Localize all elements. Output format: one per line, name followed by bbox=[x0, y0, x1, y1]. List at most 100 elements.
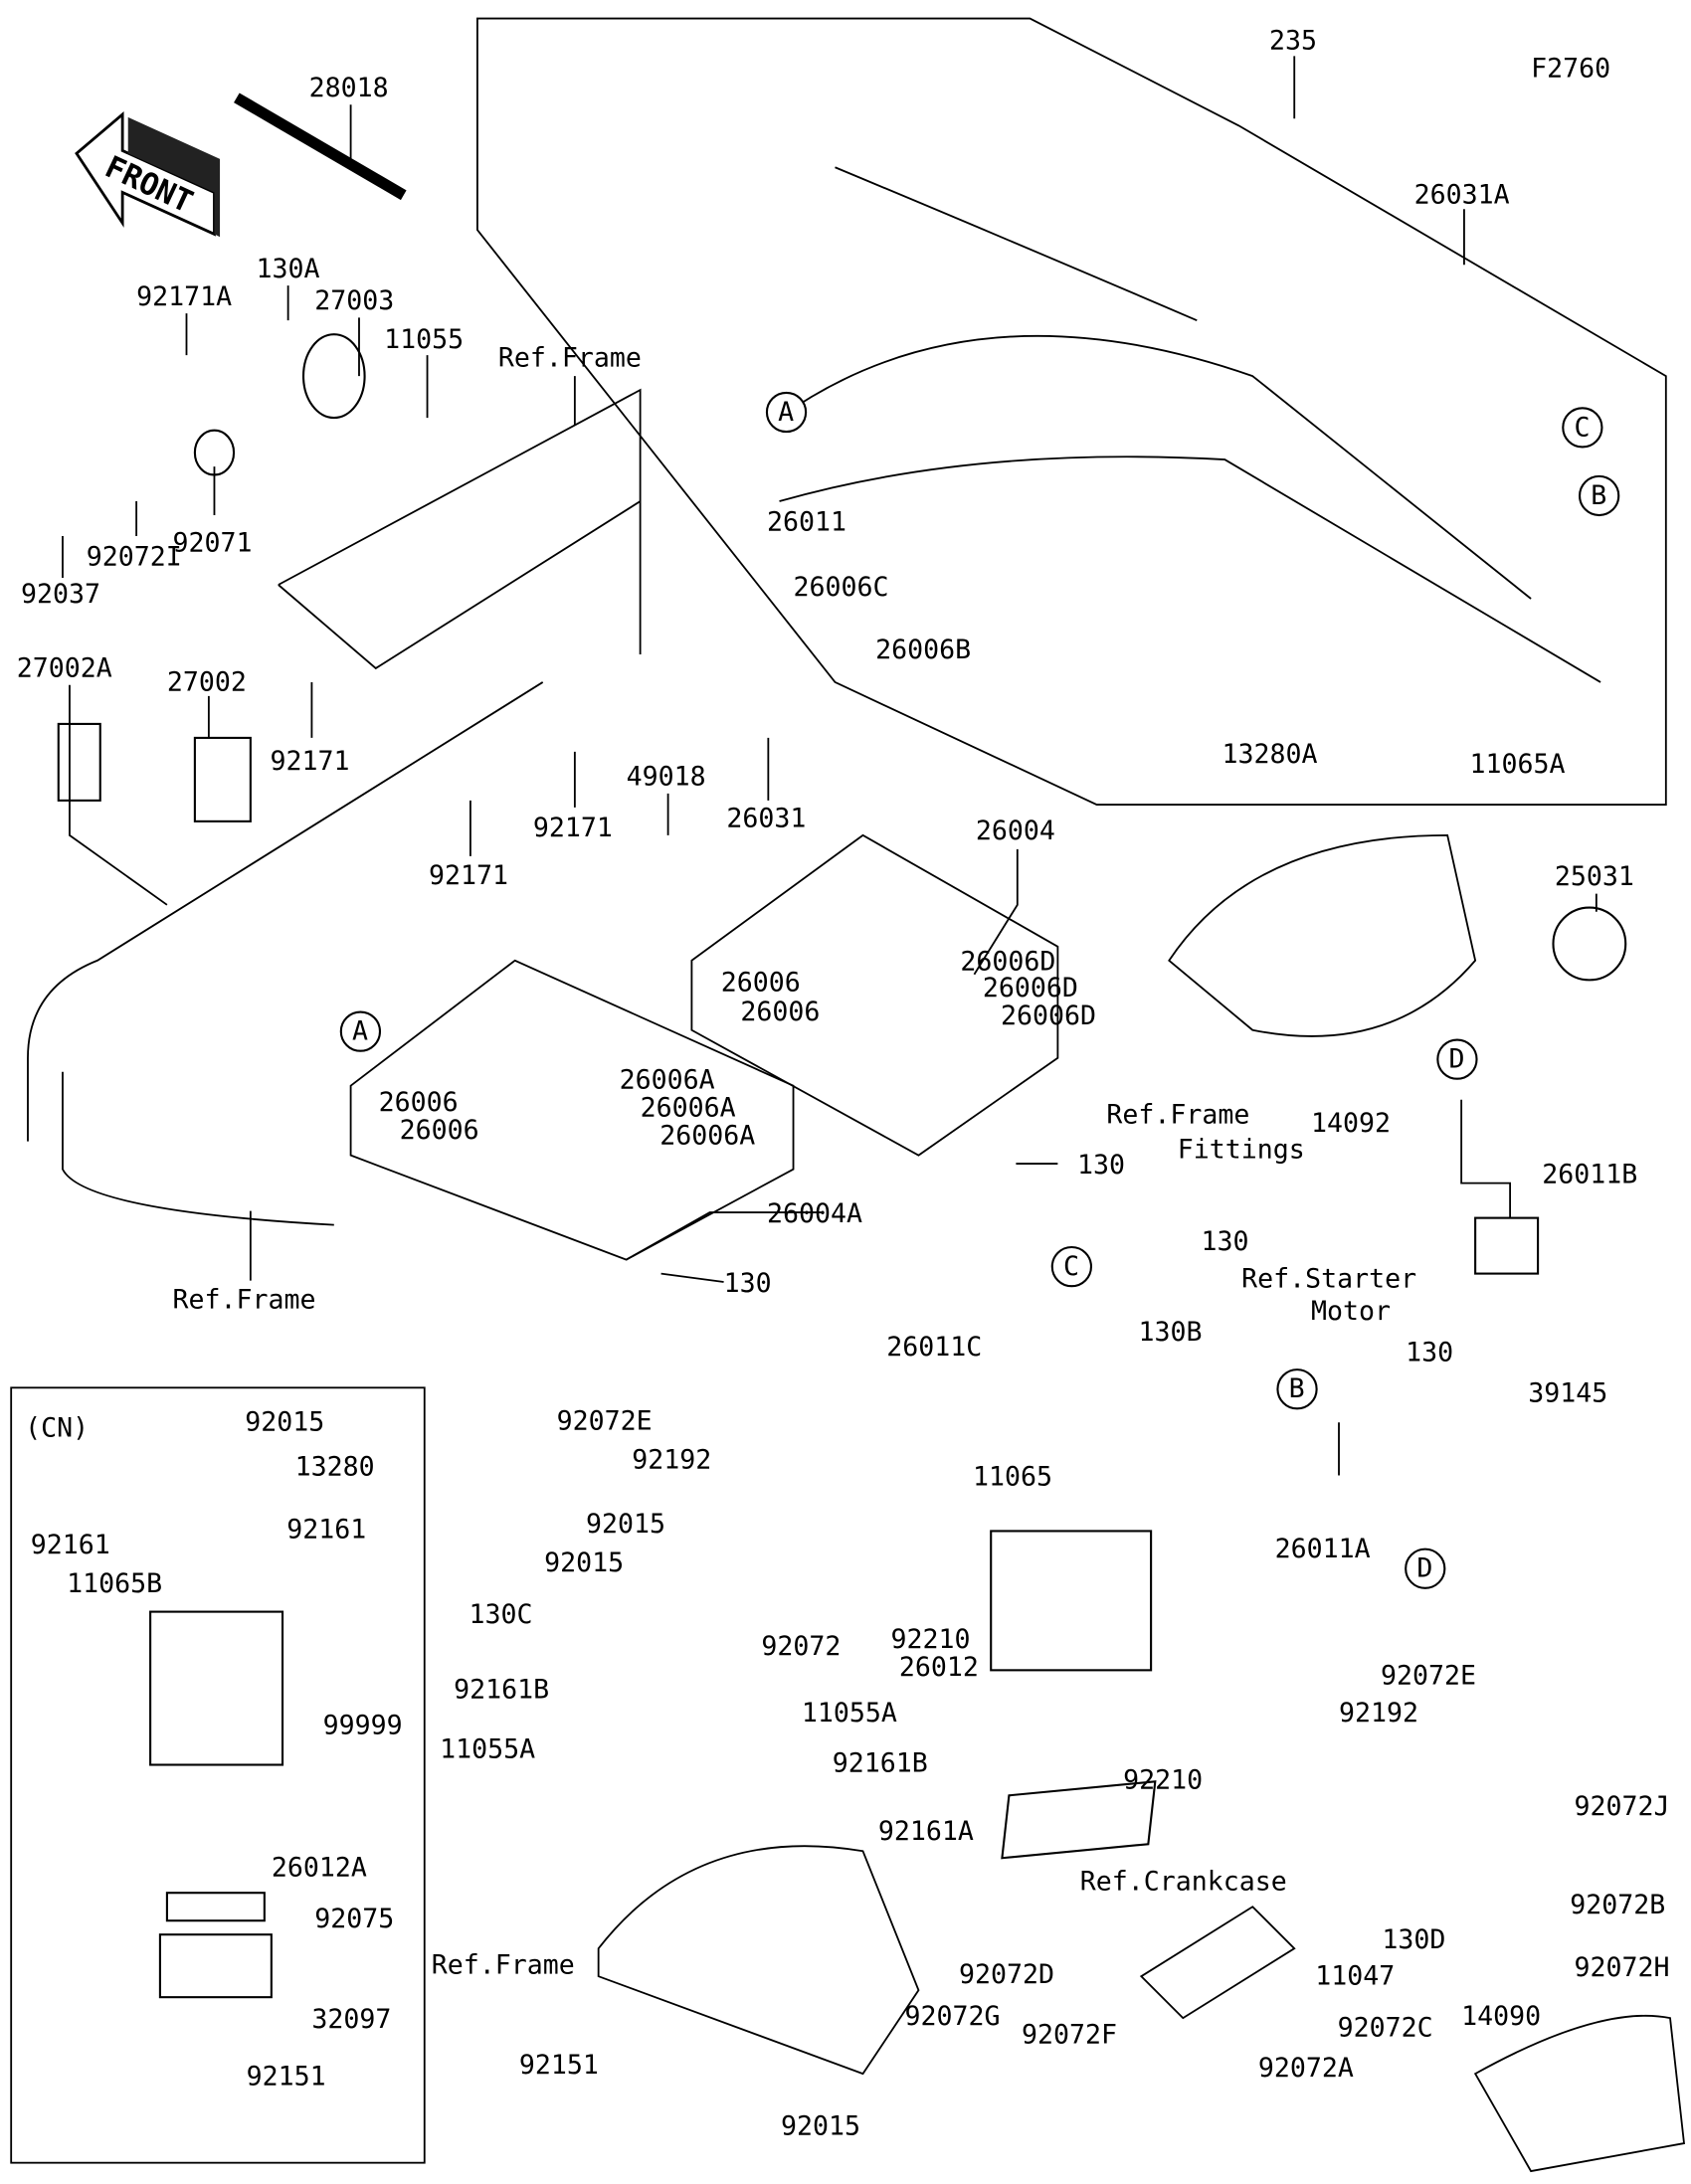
part-label: 14092 bbox=[1311, 1108, 1391, 1139]
part-label: 92015 bbox=[586, 1509, 665, 1540]
part-label: 130D bbox=[1382, 1924, 1445, 1955]
part-label: 26031A bbox=[1414, 180, 1510, 211]
cn-part-label: 92015 bbox=[245, 1407, 324, 1438]
part-label: 92072I bbox=[87, 541, 182, 572]
part-label: 26011 bbox=[767, 506, 846, 537]
part-label: 92161B bbox=[454, 1674, 549, 1705]
part-label: 26011A bbox=[1275, 1534, 1371, 1564]
callout-a: A bbox=[765, 391, 808, 434]
part-label: 26006A bbox=[641, 1092, 736, 1123]
part-label: 92192 bbox=[1339, 1698, 1418, 1729]
cn-part-label: 32097 bbox=[311, 2004, 391, 2035]
harness-wires-shape bbox=[779, 166, 1601, 683]
part-label: 92015 bbox=[544, 1547, 624, 1578]
callout-a: A bbox=[339, 1010, 382, 1052]
part-label: 92192 bbox=[632, 1444, 711, 1475]
meter-25031-shape bbox=[1552, 906, 1627, 982]
part-label: 130B bbox=[1139, 1317, 1203, 1348]
part-label: 130 bbox=[1201, 1226, 1248, 1257]
cn-part-label: 92161 bbox=[31, 1530, 110, 1560]
part-label: 13280A bbox=[1221, 739, 1317, 770]
cn-part-label: 99999 bbox=[323, 1711, 403, 1741]
part-label: 26004 bbox=[976, 816, 1055, 846]
part-label: 92072A bbox=[1258, 2053, 1354, 2084]
ref-frame-fittings-label: Ref.Frame bbox=[1106, 1099, 1249, 1130]
callout-c: C bbox=[1562, 407, 1603, 449]
part-label: 11047 bbox=[1315, 1961, 1395, 1992]
part-28018-shape bbox=[234, 92, 407, 201]
part-label: 27002A bbox=[17, 652, 112, 683]
part-label: 92072 bbox=[761, 1631, 841, 1662]
cn-variant-box bbox=[10, 1386, 426, 2164]
cn-part-label: 92161 bbox=[286, 1514, 366, 1545]
callout-b: B bbox=[1579, 474, 1620, 517]
part-label: 130 bbox=[724, 1268, 772, 1299]
ref-starter-label: Motor bbox=[1311, 1296, 1391, 1327]
part-label: 28018 bbox=[309, 73, 389, 103]
cn-part-label: 92075 bbox=[314, 1904, 394, 1934]
frame-tray-shape bbox=[597, 1845, 920, 2076]
callout-letter: A bbox=[352, 1016, 368, 1047]
crankcase-shape bbox=[1139, 1906, 1296, 2020]
part-label: 27002 bbox=[167, 666, 247, 697]
part-label: 92171A bbox=[136, 281, 232, 312]
part-label: 25031 bbox=[1555, 861, 1634, 892]
part-label: 26004A bbox=[767, 1198, 862, 1229]
part-label: 26006 bbox=[379, 1087, 459, 1118]
part-label: 26006 bbox=[740, 997, 820, 1027]
part-label: 26006C bbox=[794, 572, 889, 603]
part-label: 92072F bbox=[1022, 2019, 1117, 2050]
part-label: 26006D bbox=[983, 973, 1078, 1003]
relay-27002a-shape bbox=[57, 722, 101, 802]
ref-frame-label: Ref.Frame bbox=[432, 1949, 575, 1980]
part-label: 11055A bbox=[440, 1734, 535, 1765]
part-label: 92072D bbox=[959, 1959, 1054, 1990]
part-label: 26006A bbox=[620, 1065, 715, 1096]
horn-shape bbox=[301, 333, 366, 420]
figure-code: F2760 bbox=[1531, 53, 1610, 84]
part-label: 26011B bbox=[1542, 1160, 1637, 1190]
pad-92075-shape bbox=[165, 1892, 266, 1922]
part-label: 49018 bbox=[627, 761, 706, 792]
battery-26012-shape bbox=[990, 1530, 1153, 1672]
fuse-box-26004a-outline bbox=[349, 959, 795, 1261]
ref-frame-label: Ref.Frame bbox=[172, 1285, 315, 1316]
part-label: 26011C bbox=[886, 1332, 982, 1363]
part-label: 26012 bbox=[899, 1652, 979, 1683]
part-label: 92072H bbox=[1574, 1952, 1669, 1983]
part-label: 26006D bbox=[1001, 1001, 1096, 1031]
part-label: 14090 bbox=[1461, 2001, 1541, 2032]
ref-frame-label: Ref.Frame bbox=[498, 342, 642, 373]
part-label: 39145 bbox=[1528, 1377, 1607, 1408]
part-label: 11055 bbox=[384, 324, 464, 355]
part-label: 92015 bbox=[781, 2111, 860, 2142]
ref-frame-fittings-label: Fittings bbox=[1178, 1134, 1305, 1165]
part-label: 92210 bbox=[1123, 1764, 1203, 1795]
part-label: 92161A bbox=[878, 1816, 974, 1847]
cn-part-label: 13280 bbox=[295, 1451, 375, 1482]
part-label: 26006 bbox=[721, 968, 801, 999]
part-label: 92210 bbox=[890, 1624, 970, 1655]
cn-part-label: 26012A bbox=[272, 1852, 367, 1883]
part-label: 11065 bbox=[973, 1461, 1052, 1492]
part-label: 92151 bbox=[519, 2050, 599, 2081]
part-label: 11065A bbox=[1470, 749, 1566, 780]
callout-letter: D bbox=[1449, 1044, 1465, 1075]
callout-c: C bbox=[1050, 1245, 1093, 1288]
part-label: 92072E bbox=[557, 1405, 653, 1436]
part-label: 26006 bbox=[400, 1115, 479, 1146]
callout-letter: A bbox=[778, 397, 794, 428]
callout-letter: C bbox=[1063, 1251, 1079, 1282]
ref-starter-label: Ref.Starter bbox=[1241, 1264, 1416, 1295]
ref-crankcase-label: Ref.Crankcase bbox=[1080, 1866, 1287, 1897]
cn-part-label: 92151 bbox=[247, 2061, 326, 2092]
part-label: 92072J bbox=[1574, 1791, 1669, 1822]
part-label: 130C bbox=[470, 1599, 533, 1630]
part-label: 92171 bbox=[533, 813, 613, 843]
callout-letter: D bbox=[1416, 1553, 1432, 1584]
part-label: 92171 bbox=[429, 860, 508, 891]
callout-letter: B bbox=[1289, 1373, 1305, 1404]
part-label: 26006A bbox=[659, 1120, 755, 1151]
part-label: 92171 bbox=[270, 746, 349, 777]
